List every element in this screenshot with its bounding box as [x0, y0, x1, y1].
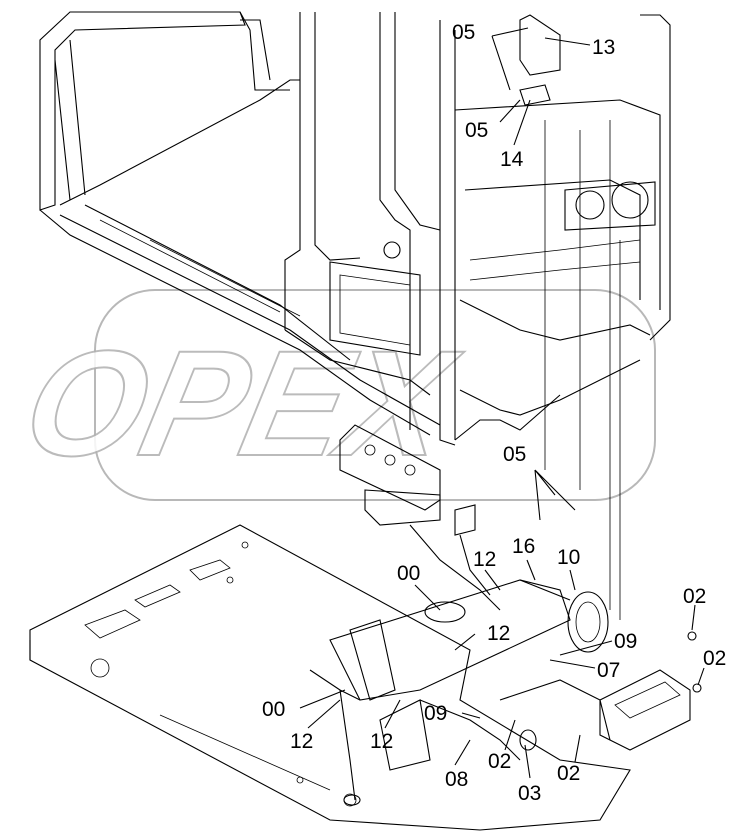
callout-14: 14	[500, 148, 524, 171]
callout-05-top: 05	[452, 21, 475, 44]
floor-plate	[29, 524, 631, 831]
callout-03: 03	[518, 782, 541, 805]
callout-00-a: 00	[397, 562, 420, 585]
callout-05-mid: 05	[503, 443, 526, 466]
callout-13: 13	[592, 36, 615, 59]
callout-12-d: 12	[370, 730, 393, 753]
watermark: OPEX	[10, 289, 656, 501]
callout-16: 16	[512, 535, 535, 558]
switch-panel	[339, 424, 501, 611]
wiring-harness	[309, 579, 702, 806]
callout-02-c: 02	[488, 750, 511, 773]
callout-12-a: 12	[473, 548, 496, 571]
callout-10: 10	[557, 546, 580, 569]
callout-labels: 05 13 05 14 05 16 10 12 00 12 09 07 02 0…	[262, 21, 726, 805]
callout-02-d: 02	[557, 762, 580, 785]
callout-08: 08	[445, 768, 468, 791]
callout-00-b: 00	[262, 698, 285, 721]
callout-02-b: 02	[703, 647, 726, 670]
callout-12-b: 12	[487, 622, 510, 645]
callout-09-a: 09	[614, 630, 637, 653]
leader-lines	[299, 27, 705, 779]
callout-05-upper: 05	[465, 119, 488, 142]
callout-07: 07	[597, 659, 620, 682]
cab-frame	[39, 11, 671, 446]
callout-09-b: 09	[424, 702, 447, 725]
callout-02-a: 02	[683, 585, 706, 608]
callout-12-c: 12	[290, 730, 313, 753]
